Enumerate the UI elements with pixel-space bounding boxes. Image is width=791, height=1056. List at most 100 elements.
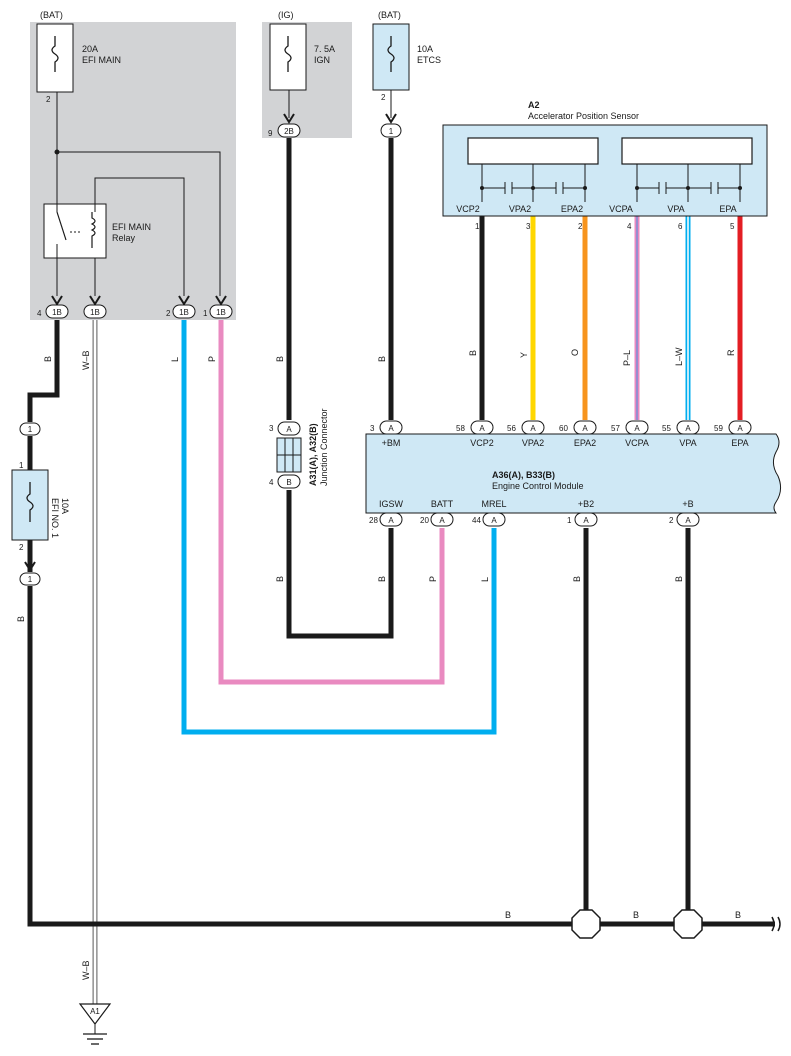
- ecm-top-label: VCPA: [625, 438, 649, 448]
- ecm-top-code: A: [530, 424, 536, 433]
- ecm-bottom-label: IGSW: [379, 499, 404, 509]
- splice-point: [571, 909, 601, 939]
- fuse-efi-no1-name: EFI NO. 1: [50, 498, 60, 538]
- wire-label: Y: [519, 352, 529, 358]
- ecm-bottom-code: A: [685, 516, 691, 525]
- wire-label: B: [505, 910, 511, 920]
- etcs-connector: 1: [380, 113, 402, 138]
- ecm-name: Engine Control Module: [492, 481, 584, 491]
- ign-connector: 9 2B: [268, 113, 301, 138]
- wire-label: R: [726, 349, 736, 356]
- ecm-top-label: VPA: [679, 438, 696, 448]
- fuse-efi-no1: [11, 469, 49, 541]
- ecm-top-code: A: [685, 424, 691, 433]
- wire-label: B: [43, 356, 53, 362]
- wire-label: B: [377, 576, 387, 582]
- jb-pin-num-3: 2: [166, 309, 171, 318]
- jc-code-top: A: [286, 425, 292, 434]
- jb-code-1: 1B: [52, 308, 62, 317]
- fuse-efi-main-name: EFI MAIN: [82, 55, 121, 65]
- ecm-bottom-code: A: [583, 516, 589, 525]
- ecm-top-label: +BM: [382, 438, 401, 448]
- jc-name: Junction Connector: [319, 408, 329, 486]
- sensor-terminal-label: VCP2: [456, 204, 480, 214]
- jb-pin-num-1: 4: [37, 309, 42, 318]
- fuse-etcs: [372, 23, 410, 118]
- ecm-code: A36(A), B33(B): [492, 470, 555, 480]
- ecm-bottom-connectors: [379, 512, 700, 527]
- sensor-code: A2: [528, 100, 540, 110]
- fuse-etcs-rating: 10A: [417, 44, 433, 54]
- relay-sub: Relay: [112, 233, 136, 243]
- ecm-bottom-label: BATT: [431, 499, 454, 509]
- ecm-bottom-pin: 2: [669, 516, 674, 525]
- wire-label: B: [735, 910, 741, 920]
- ecm-top-label: VCP2: [470, 438, 494, 448]
- sensor-terminal-label: VPA: [667, 204, 684, 214]
- jb-code-3: 1B: [179, 308, 189, 317]
- fuse-efi-no1-pin-top: 1: [19, 461, 24, 470]
- sensor-pin: 4: [627, 222, 632, 231]
- fuse-ign-rating: 7. 5A: [314, 44, 335, 54]
- splice-dot: [54, 149, 60, 155]
- fuse-efi-no1-rating: 10A: [60, 498, 70, 514]
- sensor-name: Accelerator Position Sensor: [528, 111, 639, 121]
- sensor-pin: 3: [526, 222, 531, 231]
- ecm-top-pin: 60: [559, 424, 568, 433]
- ecm-box: [365, 433, 782, 514]
- etcs-pin-code: 1: [389, 127, 394, 136]
- ecm-top-code: A: [634, 424, 640, 433]
- sensor-element-1: [467, 137, 599, 165]
- wire-label: W–B: [81, 350, 91, 370]
- relay-name: EFI MAIN: [112, 222, 151, 232]
- jc-code-bottom: B: [286, 478, 291, 487]
- fuse-efi-main-pin: 2: [46, 95, 51, 104]
- sensor-pin: 2: [578, 222, 583, 231]
- ground-code: A1: [90, 1007, 100, 1016]
- ecm-top-pin: 55: [662, 424, 671, 433]
- relay-efi-main: [43, 203, 107, 259]
- ecm-bottom-pin: 1: [567, 516, 572, 525]
- sensor-terminal-label: VCPA: [609, 204, 633, 214]
- ecm-top-label: VPA2: [522, 438, 544, 448]
- sensor-internal-circuit: [481, 164, 741, 202]
- ecm-bottom-code: A: [491, 516, 497, 525]
- jb-connector-4: 1 1B: [203, 295, 233, 319]
- sensor-element-2: [621, 137, 753, 165]
- wire-label: L: [170, 357, 180, 362]
- wire-label: P–L: [622, 350, 632, 366]
- wire-label: B: [572, 576, 582, 582]
- fuse-efi-main-rating: 20A: [82, 44, 98, 54]
- wire-label: B: [377, 356, 387, 362]
- ecm-bottom-code: A: [388, 516, 394, 525]
- wire-label: W–B: [81, 960, 91, 980]
- black-wires: [27, 138, 775, 927]
- jb-code-4: 1B: [216, 308, 226, 317]
- ecm-bottom-code: A: [439, 516, 445, 525]
- wire-label: L–W: [674, 347, 684, 366]
- wire-label: B: [674, 576, 684, 582]
- ign-pin-num: 9: [268, 129, 273, 138]
- sensor-terminal-label: VPA2: [509, 204, 531, 214]
- ecm-top-pin: 57: [611, 424, 620, 433]
- sensor-pin: 6: [678, 222, 683, 231]
- sensor-terminal-label: EPA2: [561, 204, 583, 214]
- ecm-bottom-pin: 20: [420, 516, 429, 525]
- ecm-top-code: A: [479, 424, 485, 433]
- wire-label: B: [16, 616, 26, 622]
- fuse-ign: [269, 23, 307, 118]
- wire-mrel-blue: [181, 320, 497, 735]
- inline-connector-lower: 1: [19, 561, 41, 586]
- fuse-efi-main-source: (BAT): [40, 10, 63, 20]
- ecm-top-code: A: [737, 424, 743, 433]
- inline-connector-upper: 1: [19, 422, 41, 436]
- jc-pin-bottom: 4: [269, 478, 274, 487]
- fuse-efi-no1-pin-bottom: 2: [19, 543, 24, 552]
- jb-pin-num-4: 1: [203, 309, 208, 318]
- jc-pin-top: 3: [269, 424, 274, 433]
- sensor-pin: 5: [730, 222, 735, 231]
- ground-symbol: [78, 1003, 112, 1045]
- wire-label: B: [633, 910, 639, 920]
- ecm-top-label: EPA2: [574, 438, 596, 448]
- fuse-etcs-name: ETCS: [417, 55, 441, 65]
